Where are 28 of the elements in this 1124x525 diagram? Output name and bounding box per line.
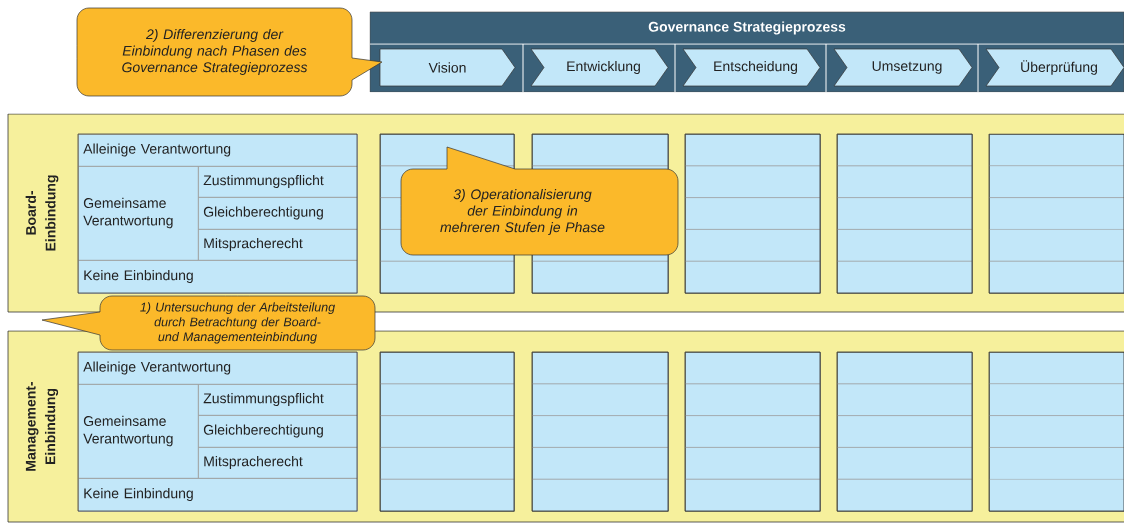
- table-cell: Alleinige Verantwortung: [78, 134, 358, 167]
- callout-bubble: 1) Untersuchung der Arbeitsteilung durch Betrachtung der Board- und Managementeinbindung: [41, 295, 376, 351]
- grid-column: [379, 351, 515, 512]
- grid-column: [988, 133, 1124, 294]
- process-step: Entwicklung: [530, 48, 669, 87]
- callout-bubble: 2) Differenzierung der Einbindung nach Phasen des Governance Strategieprozess: [76, 7, 383, 97]
- grid-column: [988, 351, 1124, 512]
- table-cell: Mitspracherecht: [198, 447, 358, 479]
- table-cell: Gemeinsame Verantwortung: [78, 166, 199, 261]
- process-step: Vision: [379, 48, 516, 87]
- grid-column: [836, 351, 973, 512]
- process-step: Überprüfung: [985, 48, 1124, 87]
- table-cell: Alleinige Verantwortung: [78, 352, 358, 385]
- table-cell: Gleichberechtigung: [198, 197, 358, 230]
- table-cell: Zustimmungspflicht: [198, 166, 358, 198]
- grid-column: [836, 133, 973, 294]
- table-cell: Keine Einbindung: [78, 478, 358, 512]
- process-step: Umsetzung: [833, 48, 973, 87]
- grid-column: [684, 351, 821, 512]
- table-cell: Gemeinsame Verantwortung: [78, 384, 199, 479]
- table-cell: Zustimmungspflicht: [198, 384, 358, 416]
- table-cell: Keine Einbindung: [78, 260, 358, 294]
- callout-bubble: 3) Operationalisierung der Einbindung in mehreren Stufen je Phase: [400, 146, 679, 256]
- table-cell: Mitspracherecht: [198, 229, 358, 261]
- grid-column: [684, 133, 821, 294]
- process-step: Entscheidung: [682, 48, 821, 87]
- grid-column: [531, 351, 669, 512]
- table-cell: Gleichberechtigung: [198, 415, 358, 448]
